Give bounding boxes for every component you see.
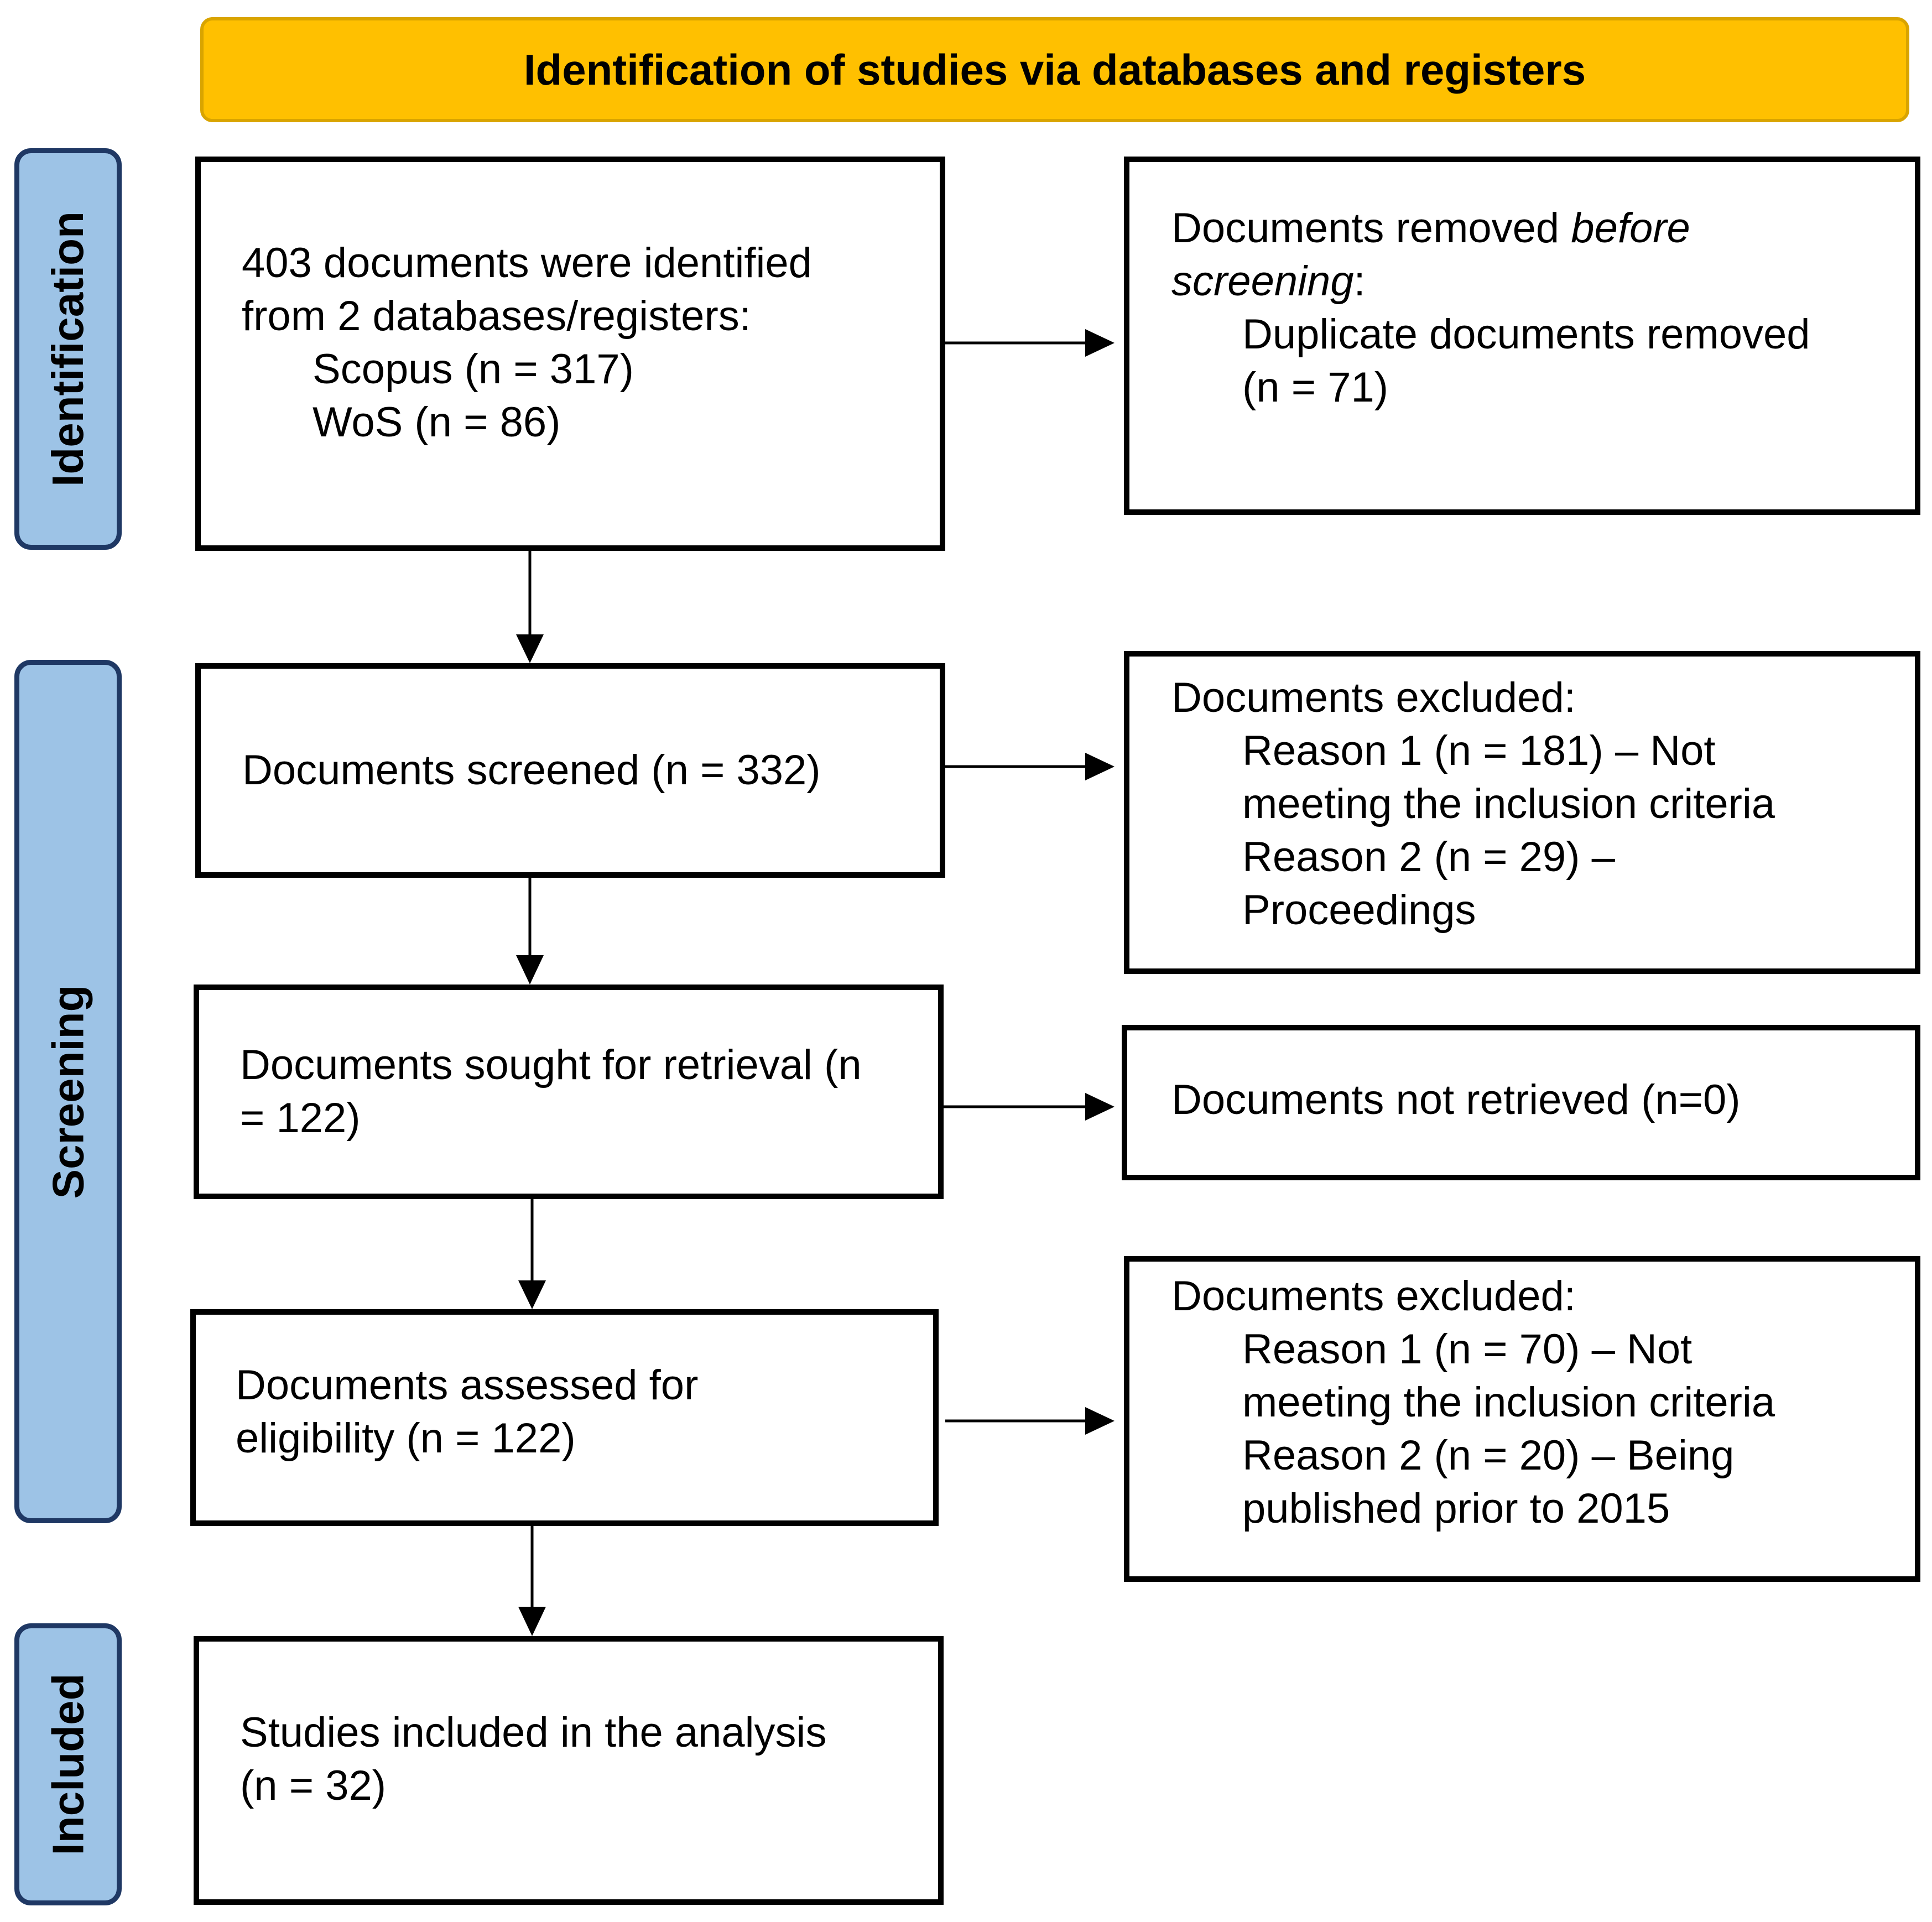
identified-wos: WoS (n = 86): [313, 398, 561, 446]
arrow-sought-to-assessed-head: [518, 1280, 546, 1309]
excluded1-reason2a: Reason 2 (n = 29) –: [1242, 834, 1615, 881]
arrow-assessed-to-included-head: [518, 1607, 546, 1636]
excluded-box-2: Documents excluded: Reason 1 (n = 70) – …: [1124, 1256, 1920, 1582]
excluded2-reason2a: Reason 2 (n = 20) – Being: [1242, 1431, 1735, 1479]
arrow-identified-to-screened-head: [516, 634, 544, 663]
excluded2-reason2b: published prior to 2015: [1242, 1485, 1670, 1532]
excluded2-heading: Documents excluded:: [1171, 1272, 1576, 1320]
assessed-box: Documents assessed for eligibility (n = …: [190, 1309, 939, 1526]
arrow-screened-to-excluded1-head: [1085, 753, 1115, 780]
sought-box: Documents sought for retrieval (n = 122): [194, 985, 944, 1199]
included-line1: Studies included in the analysis: [240, 1709, 827, 1756]
excluded1-reason2b: Proceedings: [1242, 887, 1476, 934]
removed-line3: Duplicate documents removed: [1242, 311, 1810, 358]
arrow-sought-to-not-retrieved-head: [1085, 1093, 1115, 1121]
included-box: Studies included in the analysis (n = 32…: [194, 1636, 944, 1905]
removed-line4: (n = 71): [1242, 364, 1389, 411]
not-retrieved-box: Documents not retrieved (n=0): [1122, 1025, 1920, 1180]
excluded2-reason1a: Reason 1 (n = 70) – Not: [1242, 1325, 1693, 1373]
removed-line2-suffix: :: [1353, 258, 1366, 305]
identified-scopus: Scopus (n = 317): [313, 345, 634, 393]
excluded-box-1: Documents excluded: Reason 1 (n = 181) –…: [1124, 651, 1920, 974]
excluded1-heading: Documents excluded:: [1171, 674, 1576, 721]
excluded1-reason1a: Reason 1 (n = 181) – Not: [1242, 727, 1716, 774]
removed-line1-italic: before: [1571, 205, 1690, 252]
removed-line1-prefix: Documents removed: [1171, 205, 1571, 252]
identified-box: 403 documents were identified from 2 dat…: [195, 157, 945, 551]
phase-identification: Identification: [14, 148, 122, 550]
phase-screening: Screening: [14, 660, 122, 1523]
assessed-line1: Documents assessed for: [236, 1362, 699, 1409]
sought-line2: = 122): [240, 1095, 361, 1142]
identified-line1: 403 documents were identified: [242, 239, 812, 287]
arrow-identified-to-removed-head: [1085, 329, 1115, 357]
arrow-screened-to-sought-head: [516, 955, 544, 985]
removed-line1: Documents removed before: [1171, 202, 1915, 255]
excluded1-reason1b: meeting the inclusion criteria: [1242, 780, 1775, 827]
removed-line2-italic: screening: [1171, 258, 1354, 305]
assessed-line2: eligibility (n = 122): [236, 1415, 576, 1462]
arrow-assessed-to-excluded2-head: [1085, 1407, 1115, 1435]
screened-text: Documents screened (n = 332): [242, 747, 821, 794]
phase-included: Included: [14, 1623, 122, 1905]
header-title: Identification of studies via databases …: [523, 45, 1586, 94]
excluded2-reason1b: meeting the inclusion criteria: [1242, 1378, 1775, 1426]
included-line2: (n = 32): [240, 1762, 387, 1809]
screened-box: Documents screened (n = 332): [195, 663, 945, 878]
not-retrieved-text: Documents not retrieved (n=0): [1171, 1076, 1741, 1123]
diagram-header: Identification of studies via databases …: [200, 17, 1909, 122]
removed-line2: screening:: [1171, 255, 1915, 308]
identified-line2: from 2 databases/registers:: [242, 292, 751, 340]
sought-line1: Documents sought for retrieval (n: [240, 1041, 862, 1088]
removed-box: Documents removed before screening: Dupl…: [1124, 157, 1920, 515]
